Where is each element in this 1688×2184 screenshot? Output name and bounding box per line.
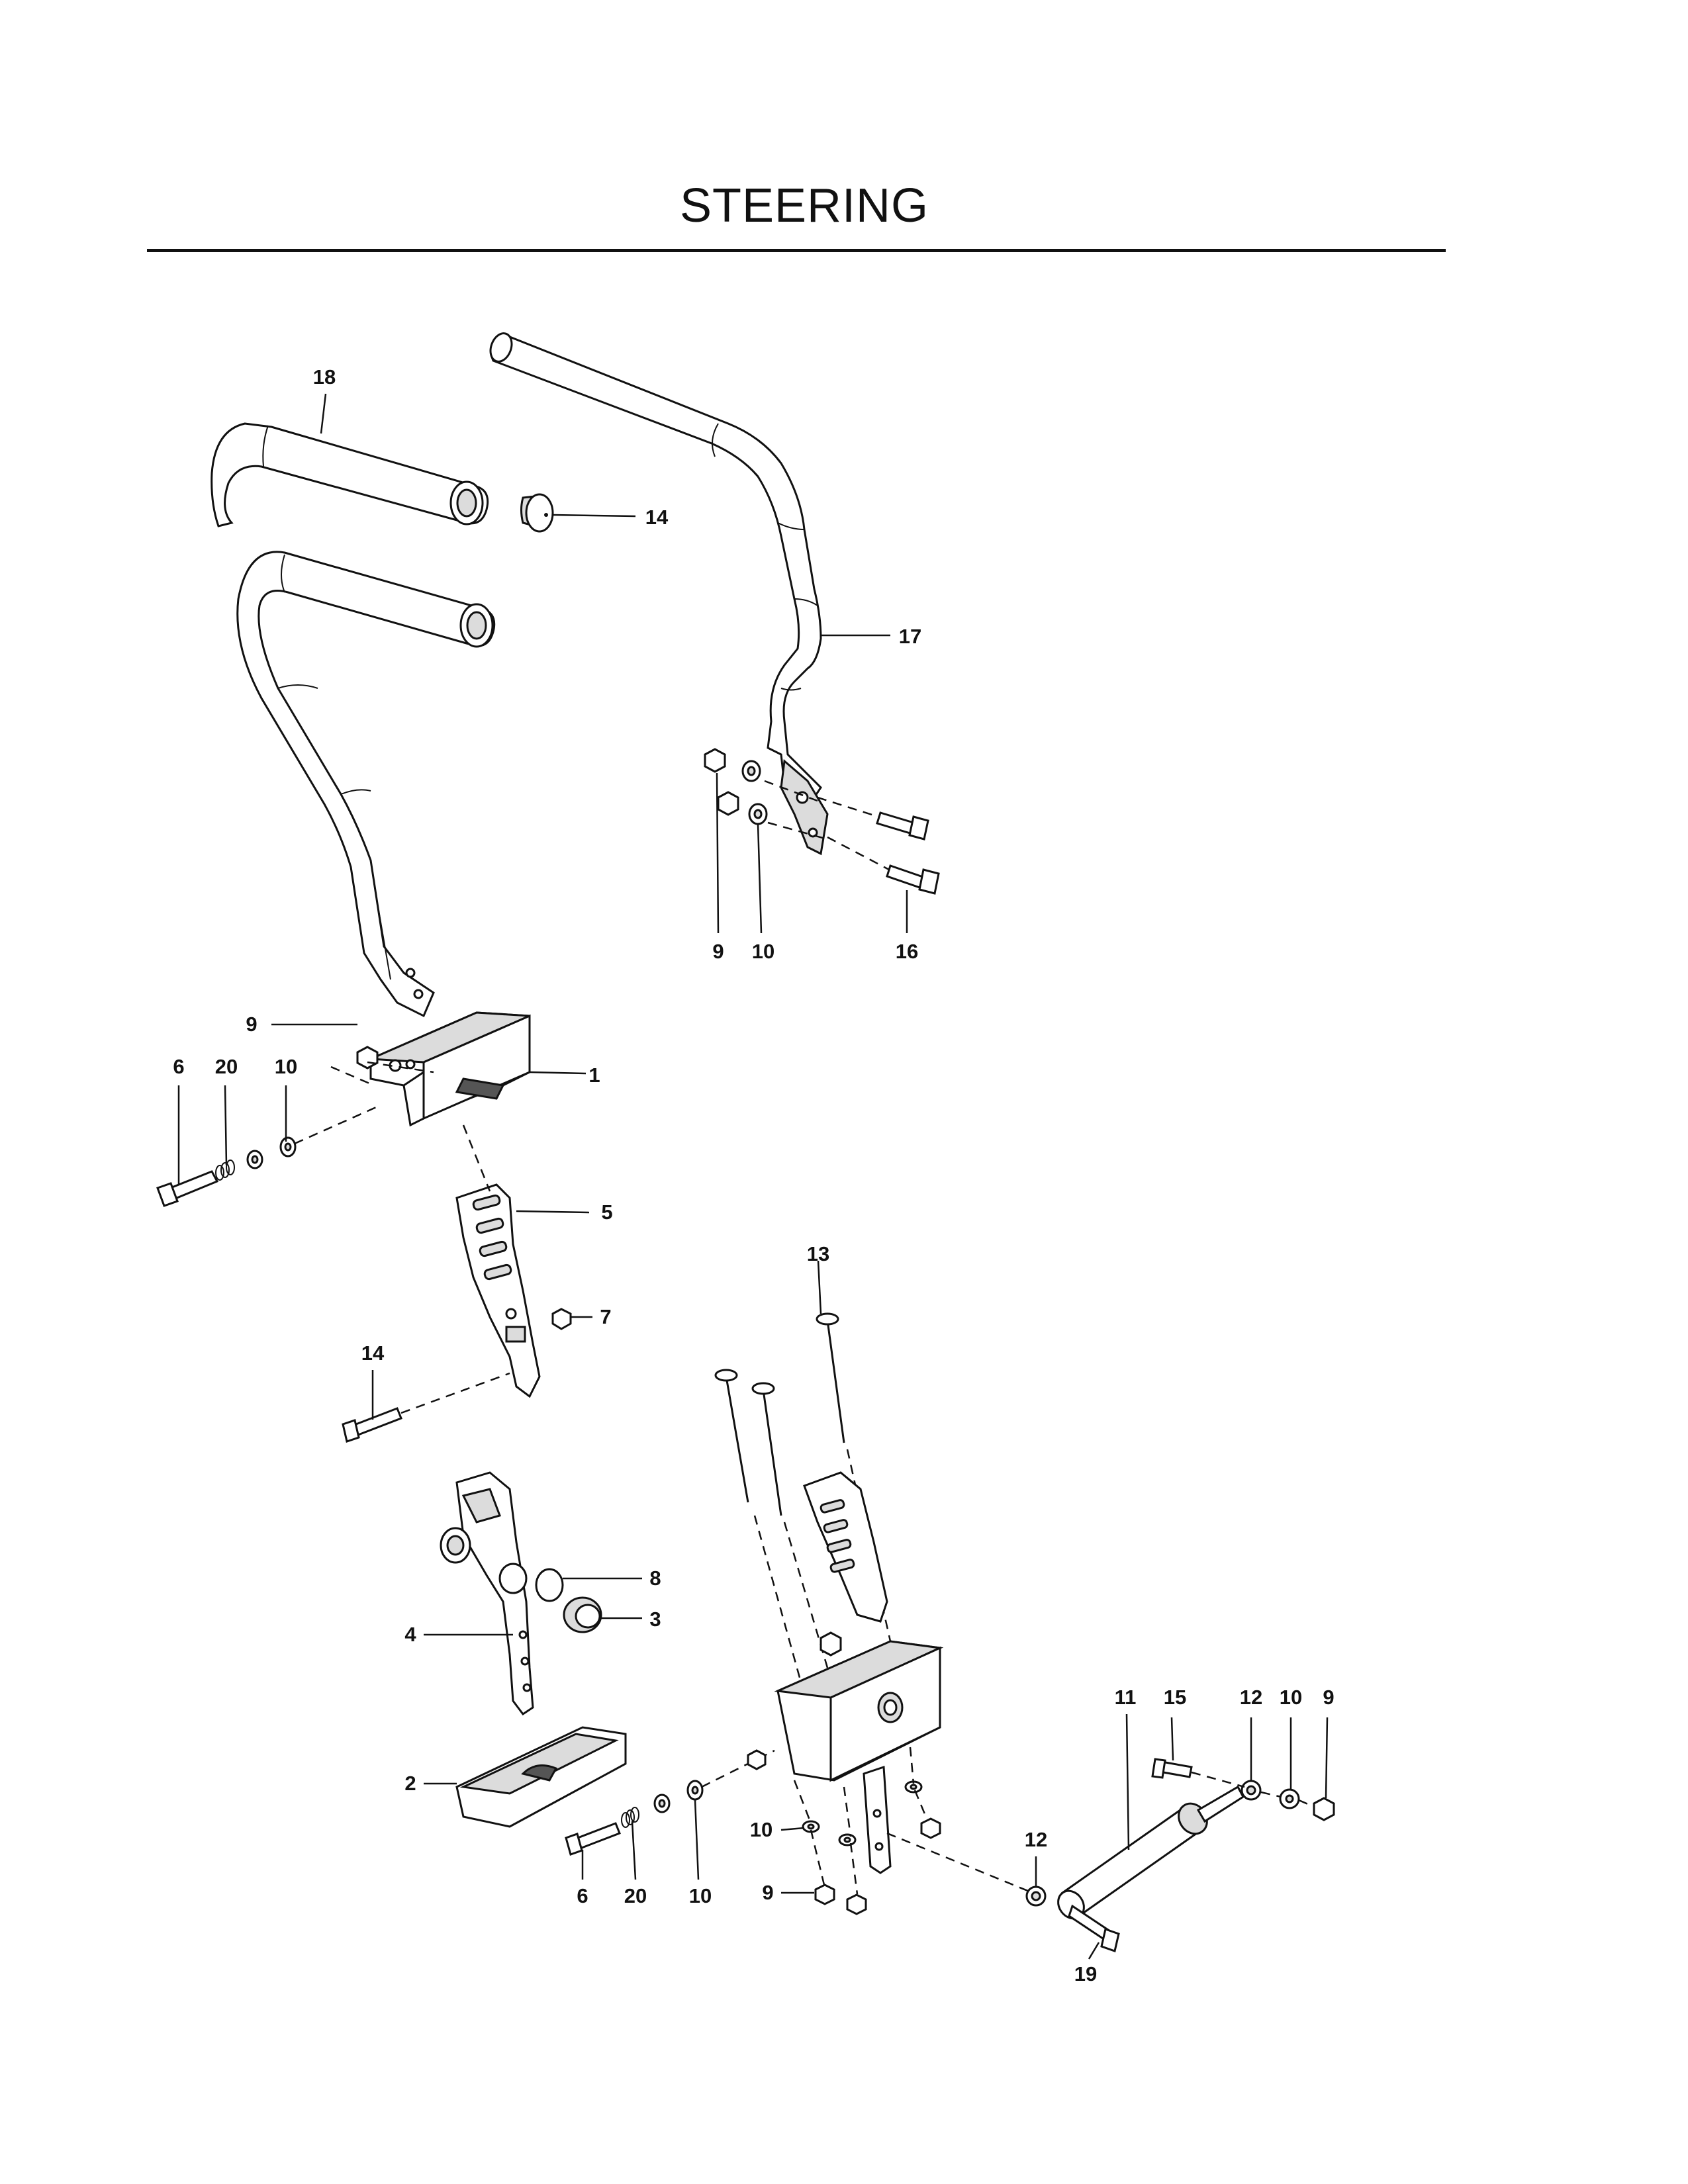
part-12-ball-joint-upper [1241,1780,1262,1801]
lower-pivot-assembly [747,1471,1033,1915]
part-18-left-grip [211,422,489,527]
callout-9-housing: 9 [246,1013,258,1036]
part-12-ball-joint-lower [1025,1886,1047,1907]
part-14-pin [342,1372,510,1443]
callout-10-lower-mid: 10 [749,1818,773,1841]
callout-10-right: 10 [1279,1686,1303,1709]
part-10-9-fasteners-right [1260,1788,1335,1821]
callout-3: 3 [649,1608,661,1631]
callout-16: 16 [895,940,919,963]
part-11-damper [1057,1785,1244,1952]
callout-10-top: 10 [751,940,775,963]
part-5-steering-lever [455,1124,572,1398]
callout-7: 7 [600,1305,612,1328]
callout-12-upper: 12 [1239,1686,1263,1709]
callout-17: 17 [898,625,922,648]
callout-15: 15 [1163,1686,1187,1709]
callout-9-right: 9 [1323,1686,1335,1709]
part-1-pivot-housing [330,1011,531,1127]
callout-18: 18 [312,365,336,388]
part-8-ring [535,1568,564,1602]
callout-20-upper: 20 [214,1055,238,1078]
callout-9-top: 9 [712,940,724,963]
page-title: STEERING [679,179,929,232]
callout-14-lower: 14 [361,1342,385,1365]
callout-6-upper: 6 [173,1055,185,1078]
part-4-lever-arm [440,1471,534,1716]
callout-12-lower: 12 [1024,1828,1048,1851]
part-17-right-handlebar [489,332,829,856]
callout-2: 2 [404,1772,416,1795]
callout-20-lower: 20 [624,1884,647,1907]
left-handlebar [236,551,496,1018]
title-rule [147,249,1446,252]
callout-1: 1 [588,1064,600,1087]
callout-10-lower-left: 10 [688,1884,712,1907]
callout-4: 4 [404,1623,416,1646]
part-2-base-plate [455,1726,627,1828]
callout-6-lower: 6 [577,1884,588,1907]
callout-19: 19 [1074,1962,1098,1985]
callout-9-lower: 9 [762,1881,774,1904]
callout-10-upper: 10 [274,1055,298,1078]
part-15-bolt [1151,1758,1245,1788]
callout-13: 13 [806,1242,830,1265]
part-9-10-16-fasteners-upper [704,748,940,895]
part-3-bushing [563,1596,602,1633]
callout-14-top: 14 [645,506,669,529]
callout-5: 5 [601,1201,613,1224]
leader-lines [177,393,1329,1960]
part-14-end-plug [520,493,554,533]
callout-8: 8 [649,1567,661,1590]
callout-11: 11 [1114,1686,1137,1709]
part-6-20-10-bolt-assembly-upper [156,1104,381,1207]
